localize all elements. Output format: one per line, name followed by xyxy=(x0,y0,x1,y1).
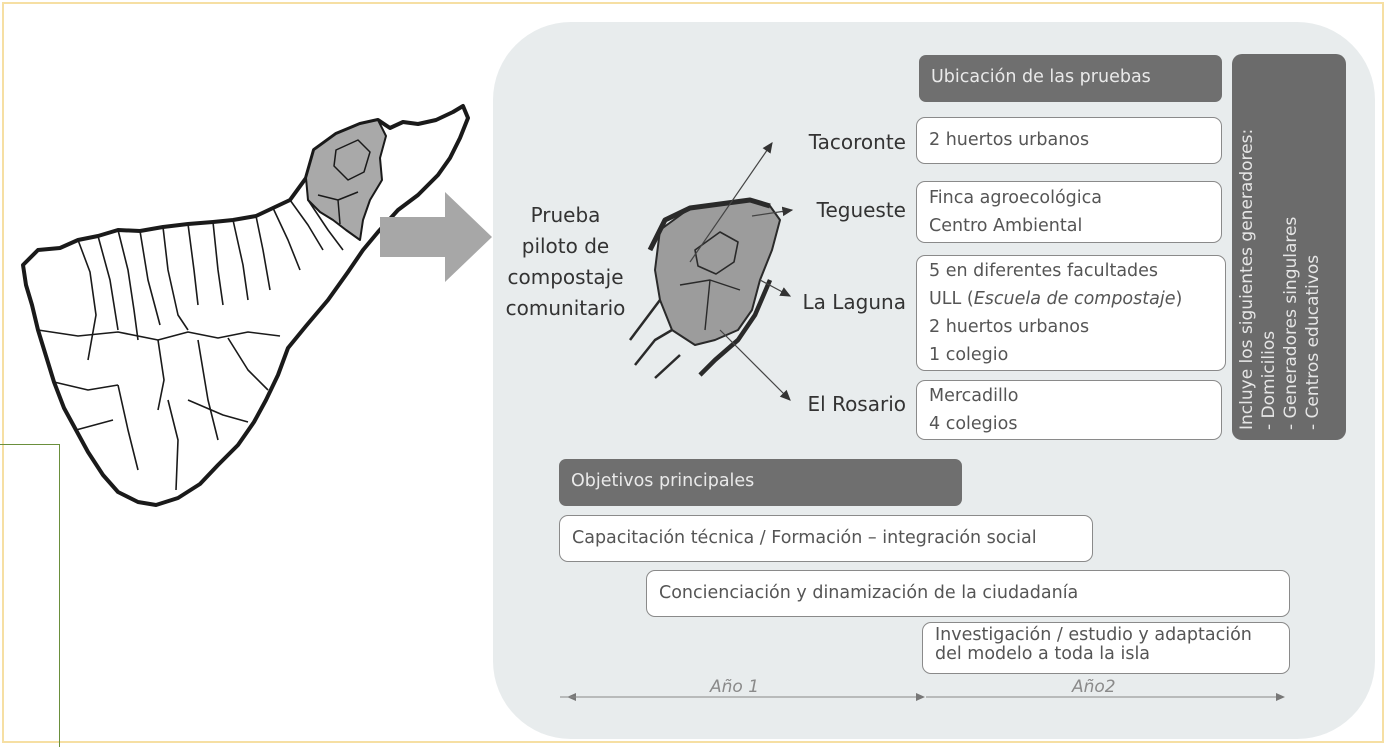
location-line: 5 en diferentes facultades xyxy=(929,261,1159,281)
location-line: 2 huertos urbanos xyxy=(929,130,1090,150)
location-line: 2 huertos urbanos xyxy=(929,317,1090,337)
year-1-label: Año 1 xyxy=(710,677,760,697)
corner-bracket-line xyxy=(0,444,60,747)
generator-item: - Domicilios xyxy=(1259,330,1279,430)
objective-line: del modelo a toda la isla xyxy=(935,644,1151,664)
objective-training: Capacitación técnica / Formación – integ… xyxy=(559,515,1093,562)
tenerife-map xyxy=(21,104,470,507)
generator-item: - Generadores singulares xyxy=(1281,216,1301,430)
ull-suffix: ) xyxy=(1175,289,1183,309)
generator-item: - Centros educativos xyxy=(1303,254,1323,430)
island-outline xyxy=(21,104,470,507)
generators-title: Incluye los siguientes generadores: xyxy=(1237,128,1257,430)
location-line-ull: ULL (Escuela de compostaje) xyxy=(929,285,1213,313)
location-line: 4 colegios xyxy=(929,414,1018,434)
box-la-laguna: 5 en diferentes facultades ULL (Escuela … xyxy=(916,255,1226,371)
year-2-label: Año2 xyxy=(1072,677,1116,697)
ull-prefix: ULL ( xyxy=(929,289,974,309)
town-tegueste: Tegueste xyxy=(816,198,906,222)
objective-awareness: Concienciación y dinamización de la ciud… xyxy=(646,570,1290,617)
ull-italic: Escuela de compostaje xyxy=(973,289,1176,309)
objective-line: Investigación / estudio y adaptación xyxy=(935,625,1252,645)
zoomed-region-map xyxy=(629,197,781,379)
title-line: Prueba xyxy=(530,203,601,227)
box-tegueste: Finca agroecológica Centro Ambiental xyxy=(916,181,1222,243)
locations-header: Ubicación de las pruebas xyxy=(919,55,1222,102)
title-line: comunitario xyxy=(505,296,626,320)
location-line: Mercadillo xyxy=(929,386,1019,406)
objective-research: Investigación / estudio y adaptación del… xyxy=(922,622,1290,674)
town-la-laguna: La Laguna xyxy=(802,290,906,314)
location-line: 1 colegio xyxy=(929,345,1009,365)
pilot-test-title: Prueba piloto de compostaje comunitario xyxy=(498,200,633,324)
location-line: Centro Ambiental xyxy=(929,216,1083,236)
title-line: piloto de xyxy=(521,234,610,258)
title-line: compostaje xyxy=(507,265,624,289)
objectives-header: Objetivos principales xyxy=(559,459,962,506)
highlight-region xyxy=(305,119,387,241)
generators-text: Incluye los siguientes generadores: - Do… xyxy=(1232,54,1346,440)
town-el-rosario: El Rosario xyxy=(807,392,906,416)
box-tacoronte: 2 huertos urbanos xyxy=(916,117,1222,164)
location-line: Finca agroecológica xyxy=(929,188,1102,208)
big-gray-arrow xyxy=(380,192,492,282)
box-el-rosario: Mercadillo 4 colegios xyxy=(916,380,1222,440)
town-tacoronte: Tacoronte xyxy=(808,130,906,154)
generators-box: Incluye los siguientes generadores: - Do… xyxy=(1232,54,1346,440)
